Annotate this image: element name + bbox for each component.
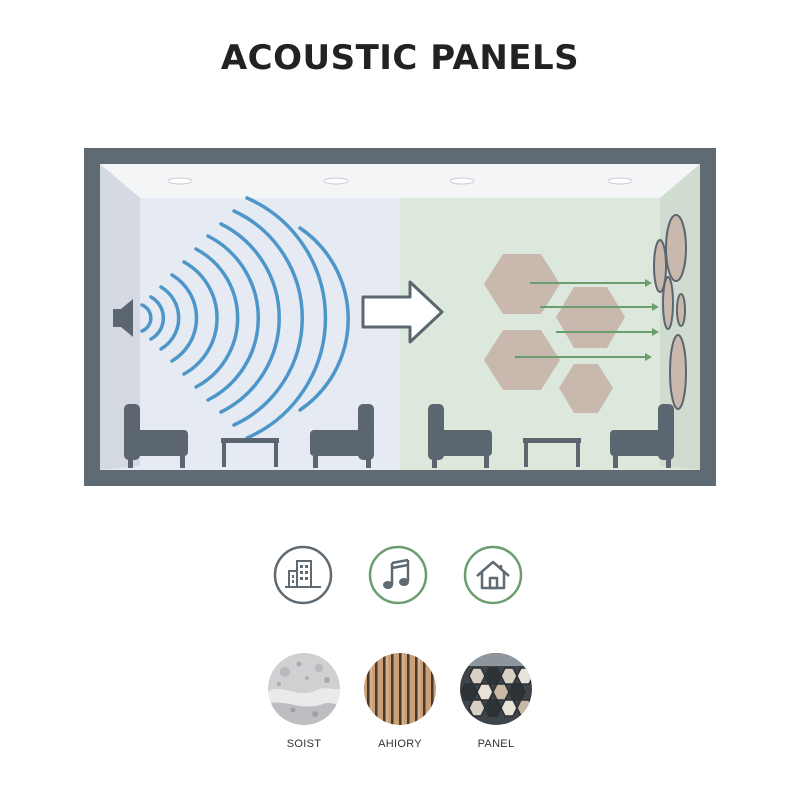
ceiling-light: [607, 177, 633, 185]
music-note-icon: [368, 545, 428, 605]
wall-disc-panels: [653, 214, 687, 410]
side-table: [221, 438, 279, 467]
building-icon: [273, 545, 333, 605]
right-wall: [400, 164, 700, 470]
ceiling-light: [449, 177, 475, 185]
material-wood-slats: AHIORY: [355, 652, 445, 750]
hexagon-panel-icon: [460, 653, 532, 725]
hexagon-panel: [484, 254, 560, 314]
home-icon: [463, 545, 523, 605]
ceiling-light: [167, 177, 193, 185]
left-wall: [100, 164, 400, 470]
icon-row: [0, 545, 800, 609]
wall-panel: [665, 214, 687, 282]
speaker-icon: [113, 299, 133, 337]
armchair: [124, 404, 188, 468]
page-title: ACOUSTIC PANELS: [220, 38, 580, 78]
material-hexagon-panel: PANEL: [451, 652, 541, 750]
ceiling-light: [323, 177, 349, 185]
wall-panel: [669, 334, 687, 410]
absorption-arrows: [515, 279, 659, 361]
sound-waves: [140, 196, 350, 440]
hexagon-panel: [559, 364, 613, 413]
armchair: [428, 404, 492, 468]
material-label: PANEL: [477, 738, 515, 750]
transition-arrow-icon: [361, 280, 444, 344]
material-stone: SOIST: [259, 652, 349, 750]
material-label: SOIST: [286, 738, 322, 750]
hexagon-panel: [484, 330, 560, 390]
wall-panel: [662, 276, 674, 330]
armchair: [310, 404, 374, 468]
ceiling: [100, 164, 700, 198]
stone-texture-icon: [268, 653, 340, 725]
material-label: AHIORY: [378, 738, 422, 750]
wall-panel: [653, 239, 667, 293]
wood-slats-icon: [364, 653, 436, 725]
armchair: [610, 404, 674, 468]
side-table: [523, 438, 581, 467]
wall-panel: [676, 293, 686, 327]
